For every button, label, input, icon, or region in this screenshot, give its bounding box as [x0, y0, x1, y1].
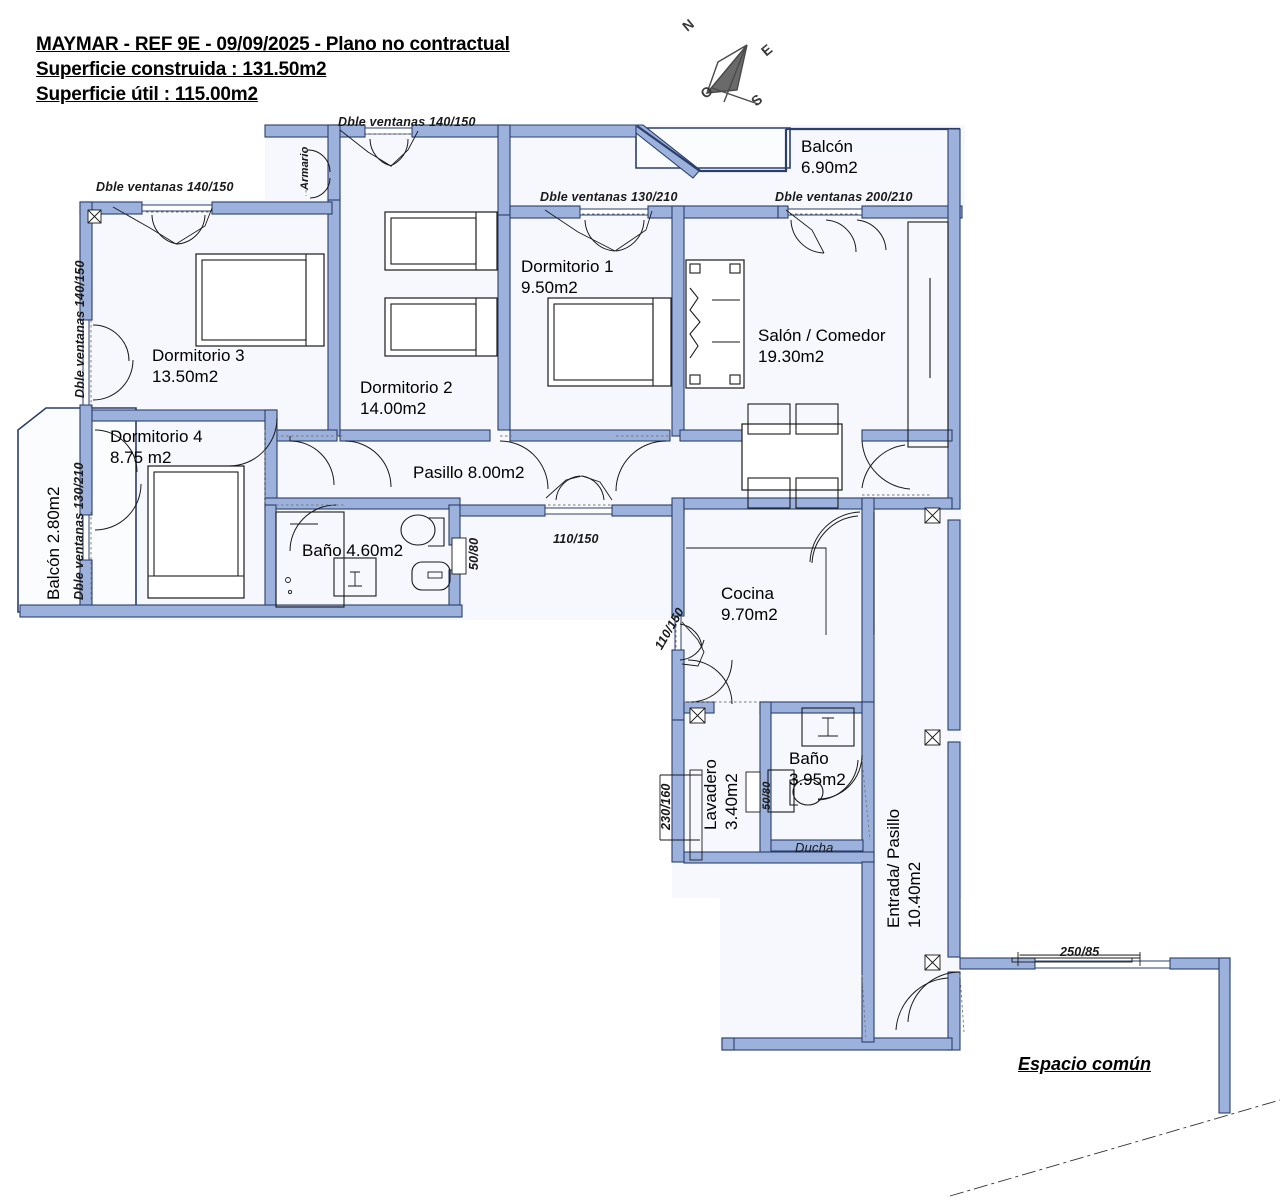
bed-dormitorio-4 — [147, 465, 245, 599]
dim-110-150-pasillo: 110/150 — [553, 532, 599, 546]
label-salon-comedor: Salón / Comedor 19.30m2 — [758, 325, 886, 367]
shower-bano-principal — [275, 511, 345, 608]
dim-dble-130-210-top: Dble ventanas 130/210 — [540, 190, 678, 204]
room-name: Cocina — [721, 584, 774, 603]
bed-dormitorio-3 — [195, 253, 325, 347]
label-armario: Armario — [299, 146, 311, 190]
label-balcon-grande: Balcón 6.90m2 — [801, 136, 858, 178]
room-area: 14.00m2 — [360, 399, 427, 418]
label-dormitorio-3: Dormitorio 3 13.50m2 — [152, 345, 245, 387]
room-area: 9.70m2 — [721, 605, 778, 624]
usable-area-line: Superficie útil : 115.00m2 — [36, 84, 258, 105]
dim-dble-130-210-left: Dble ventanas 130/210 — [72, 462, 86, 600]
dim-50-80-bano-principal: 50/80 — [467, 537, 481, 570]
furniture — [147, 211, 1133, 963]
room-area: 9.50m2 — [521, 278, 578, 297]
dining-table-salon — [741, 403, 843, 509]
plan-title: MAYMAR - REF 9E - 09/09/2025 - Plano no … — [36, 34, 510, 55]
room-area: 6.90m2 — [801, 158, 858, 177]
label-ducha: Ducha — [795, 840, 834, 855]
label-cocina: Cocina 9.70m2 — [721, 583, 778, 625]
room-name: Dormitorio 2 — [360, 378, 453, 397]
pillar-markers — [87, 209, 941, 971]
label-espacio-comun: Espacio común — [1018, 1054, 1152, 1074]
label-dormitorio-4: Dormitorio 4 8.75 m2 — [110, 426, 203, 468]
door-leaf-markers — [451, 537, 761, 813]
bed-dormitorio-1 — [547, 297, 672, 387]
sink-bano-secundario — [801, 707, 855, 747]
room-area: 10.40m2 — [905, 861, 924, 928]
bed-dormitorio-2-upper — [384, 211, 498, 271]
balcony-small-outline — [17, 407, 137, 613]
label-pasillo: Pasillo 8.00m2 — [413, 463, 525, 482]
counter-cocina — [686, 512, 875, 635]
dim-50-80-bano-secundario: 50/80 — [761, 781, 773, 810]
wardrobe-salon — [907, 221, 949, 448]
room-area: 3.40m2 — [722, 773, 741, 830]
room-area: 19.30m2 — [758, 347, 825, 366]
dimension-leaders — [112, 129, 1141, 966]
label-dormitorio-1: Dormitorio 1 9.50m2 — [521, 256, 614, 298]
door-thresholds — [90, 133, 965, 1041]
room-name: Dormitorio 1 — [521, 257, 614, 276]
room-area: 13.50m2 — [152, 367, 219, 386]
wc-bano-principal — [400, 514, 451, 591]
dim-dble-140-150-top-center: Dble ventanas 140/150 — [338, 115, 476, 129]
boundary-line — [949, 1099, 1280, 1197]
sink-bano-principal — [333, 557, 377, 597]
dim-dble-200-210: Dble ventanas 200/210 — [775, 190, 913, 204]
room-area: 3.95m2 — [789, 770, 846, 789]
title-block: MAYMAR - REF 9E - 09/09/2025 - Plano no … — [36, 32, 510, 107]
room-area: 8.75 m2 — [110, 448, 172, 467]
room-name: Entrada/ Pasillo — [884, 808, 903, 928]
room-name: Baño — [789, 749, 829, 768]
room-name: Salón / Comedor — [758, 326, 886, 345]
dim-dble-140-150-left: Dble ventanas 140/150 — [73, 260, 87, 398]
label-lavadero: Lavadero 3.40m2 — [700, 759, 742, 830]
room-name: Dormitorio 4 — [110, 427, 203, 446]
room-name: Lavadero — [701, 759, 720, 830]
walls — [19, 124, 1231, 1114]
wc-bano-secundario — [767, 769, 824, 813]
label-entrada-pasillo: Entrada/ Pasillo 10.40m2 — [883, 809, 925, 928]
built-area-line: Superficie construida : 131.50m2 — [36, 59, 327, 80]
dim-250-85-espacio-comun: 250/85 — [1060, 945, 1100, 959]
room-name: Balcón — [801, 137, 853, 156]
dim-dble-140-150-top-left: Dble ventanas 140/150 — [96, 180, 234, 194]
dim-230-160-lavadero: 230/160 — [659, 783, 673, 830]
room-name: Dormitorio 3 — [152, 346, 245, 365]
label-bano-secundario: Baño 3.95m2 — [789, 748, 846, 790]
label-dormitorio-2: Dormitorio 2 14.00m2 — [360, 377, 453, 419]
sofa-salon — [685, 259, 745, 389]
label-balcon-pequeno: Balcón 2.80m2 — [44, 486, 63, 600]
label-bano-principal: Baño 4.60m2 — [302, 541, 404, 560]
door-swings — [92, 138, 961, 1031]
bed-dormitorio-2-lower — [384, 297, 498, 357]
